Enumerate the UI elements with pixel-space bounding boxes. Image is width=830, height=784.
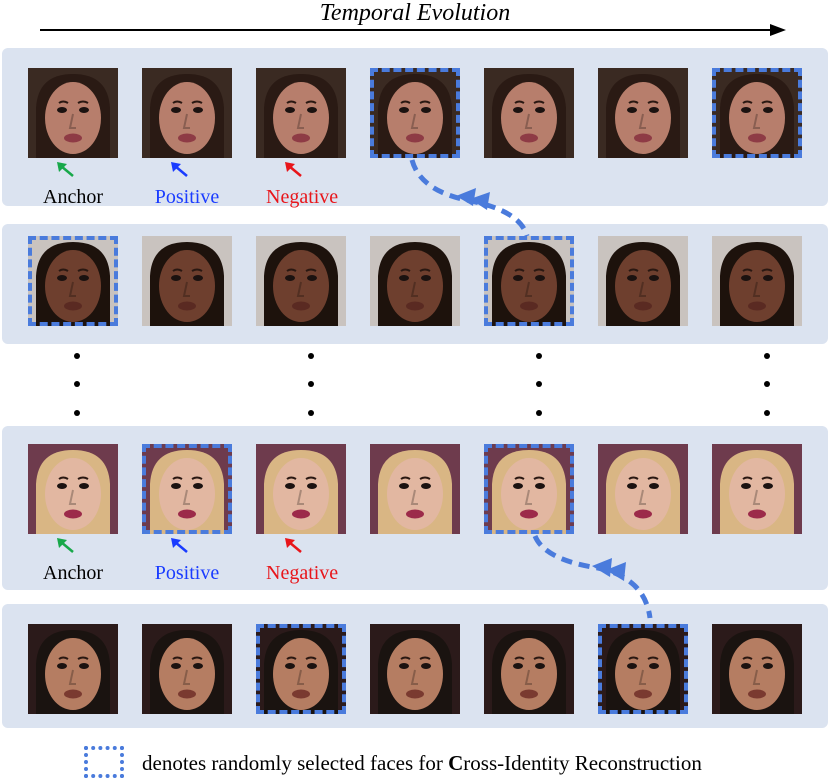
face-row: Anchor Positive Negative — [2, 426, 828, 590]
face-row: Anchor Positive Negative — [2, 48, 828, 208]
ellipsis-dot — [308, 381, 314, 387]
face-thumbnail — [28, 444, 118, 534]
selected-face-thumbnail — [598, 624, 688, 714]
positive-pointer-arrow-icon — [171, 538, 188, 553]
ellipsis-dot — [74, 381, 80, 387]
face-thumbnail — [712, 624, 802, 714]
label-negative: Negative — [266, 562, 339, 584]
face-thumbnail — [598, 444, 688, 534]
ellipsis-dot — [308, 410, 314, 416]
label-positive: Positive — [154, 562, 220, 584]
ellipsis-dot — [536, 410, 542, 416]
anchor-pointer-arrow-icon — [57, 162, 74, 177]
label-negative: Negative — [266, 186, 339, 208]
selected-face-thumbnail — [142, 444, 232, 534]
timeline-arrow — [40, 24, 786, 36]
face-row — [2, 604, 828, 728]
face-thumbnail — [598, 68, 688, 158]
selected-face-thumbnail — [28, 236, 118, 326]
face-thumbnail — [142, 624, 232, 714]
anchor-pointer-arrow-icon — [57, 538, 74, 553]
face-thumbnail — [598, 236, 688, 326]
timeline-title: Temporal Evolution — [319, 0, 511, 26]
face-thumbnail — [28, 624, 118, 714]
face-thumbnail — [484, 624, 574, 714]
selected-face-thumbnail — [712, 68, 802, 158]
selected-face-thumbnail — [484, 444, 574, 534]
face-thumbnail — [142, 236, 232, 326]
ellipsis-dot — [74, 353, 80, 359]
face-thumbnail — [370, 236, 460, 326]
face-thumbnail — [256, 236, 346, 326]
face-thumbnail — [28, 68, 118, 158]
selected-face-thumbnail — [370, 68, 460, 158]
face-row — [2, 224, 828, 344]
ellipsis-dot — [764, 410, 770, 416]
legend-text: denotes randomly selected faces for Cros… — [142, 751, 702, 775]
face-thumbnail — [256, 68, 346, 158]
negative-pointer-arrow-icon — [285, 538, 302, 553]
face-thumbnail — [256, 444, 346, 534]
face-thumbnail — [370, 624, 460, 714]
ellipsis-dot — [308, 353, 314, 359]
legend-dotted-box-icon — [84, 746, 124, 778]
ellipsis-dot — [536, 353, 542, 359]
negative-pointer-arrow-icon — [285, 162, 302, 177]
label-positive: Positive — [154, 186, 220, 208]
face-thumbnail — [370, 444, 460, 534]
face-thumbnail — [712, 444, 802, 534]
label-anchor: Anchor — [43, 562, 103, 584]
label-anchor: Anchor — [43, 186, 103, 208]
face-thumbnail — [484, 68, 574, 158]
face-thumbnail — [712, 236, 802, 326]
selected-face-thumbnail — [484, 236, 574, 326]
face-thumbnail — [142, 68, 232, 158]
selected-face-thumbnail — [256, 624, 346, 714]
ellipsis-dot — [764, 353, 770, 359]
ellipsis-dot — [536, 381, 542, 387]
ellipsis-dot — [74, 410, 80, 416]
positive-pointer-arrow-icon — [171, 162, 188, 177]
ellipsis-dot — [764, 381, 770, 387]
